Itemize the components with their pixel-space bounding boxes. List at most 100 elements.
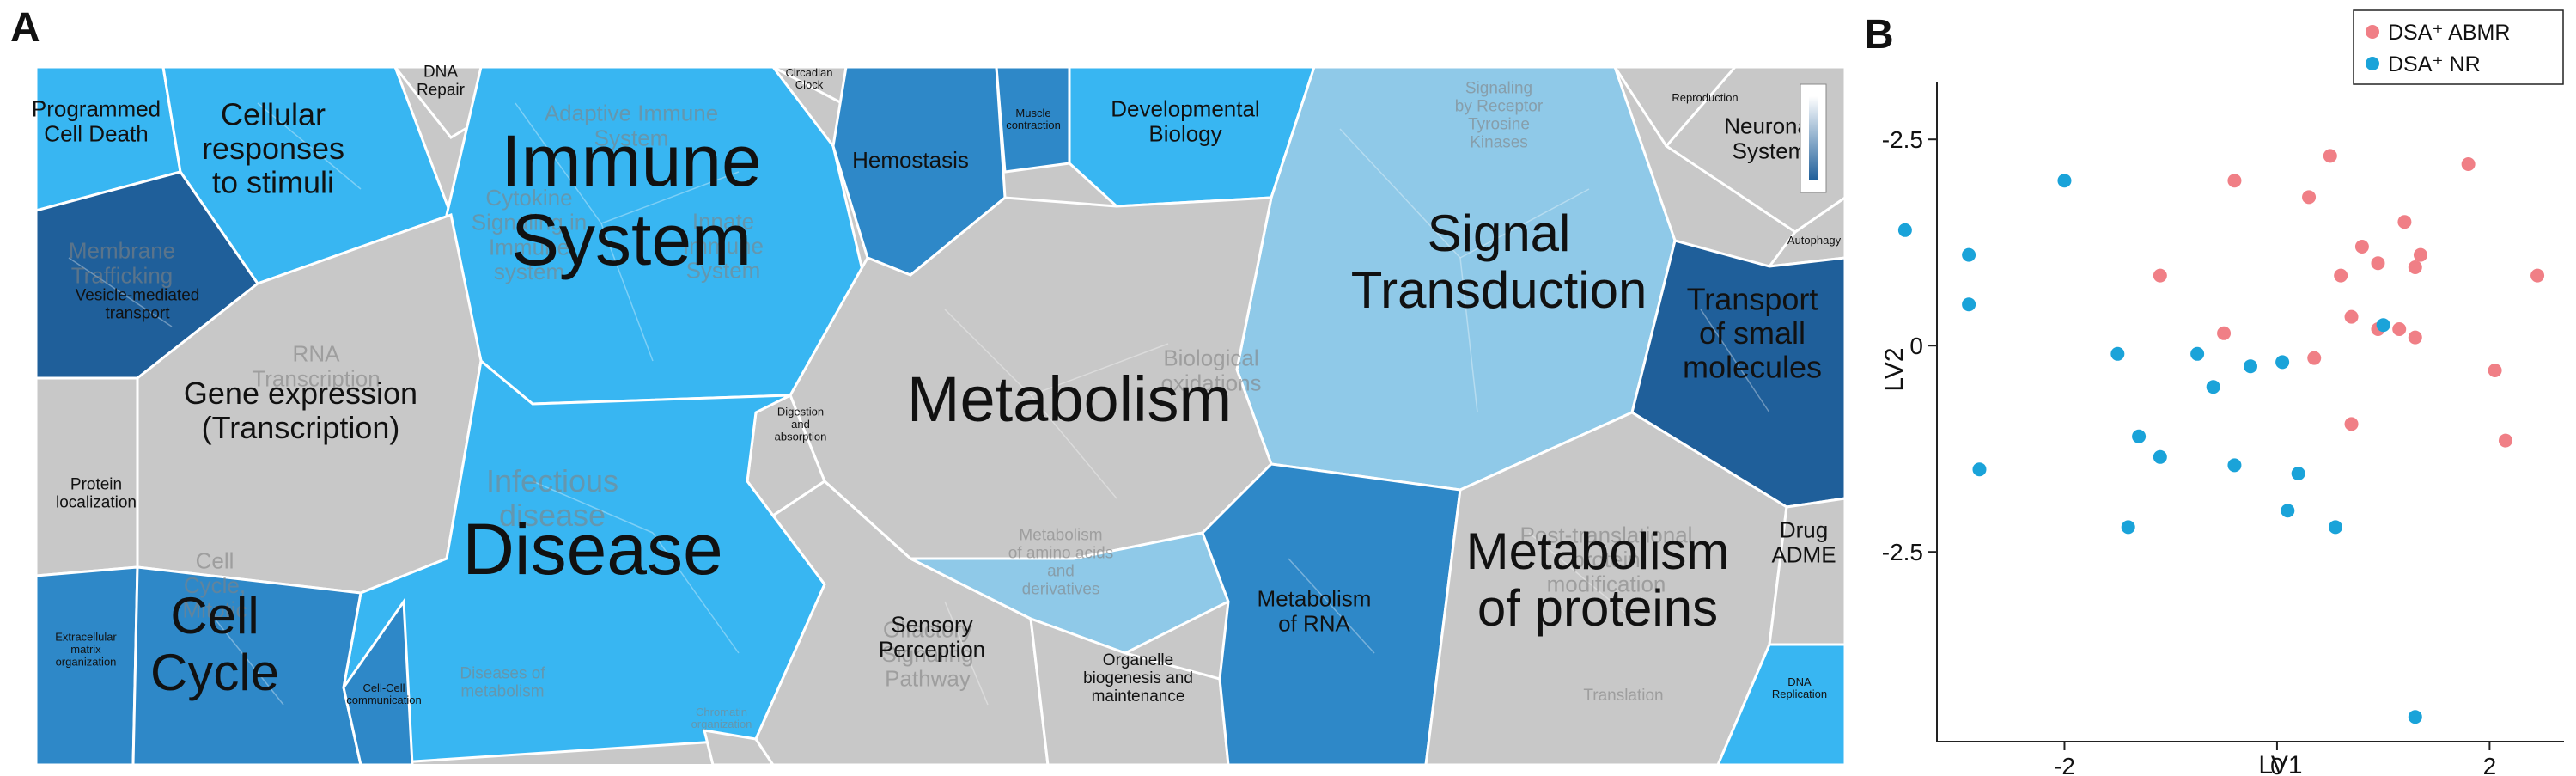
scatter-points (1897, 149, 2545, 724)
point-dsa-nr (2275, 355, 2290, 370)
point-dsa-abmr (2408, 330, 2422, 345)
y-tick-label: -2.5 (1882, 539, 1923, 565)
voronoi-label: Gene expression(Transcription) (184, 376, 417, 445)
voronoi-cells (34, 65, 1847, 767)
voronoi-label: Translation (1583, 687, 1663, 705)
cell-cell-cell-communication (342, 597, 414, 767)
cell-metabolism-of-rna (1201, 462, 1462, 767)
point-dsa-nr (2244, 359, 2257, 374)
panel-b-letter: B (1864, 12, 1894, 58)
point-dsa-abmr (2413, 247, 2427, 262)
point-dsa-abmr (2344, 417, 2359, 431)
point-dsa-abmr (2227, 174, 2242, 188)
voronoi-label: Hemostasis (852, 147, 969, 173)
subcell-edge (214, 618, 284, 706)
point-dsa-abmr (2344, 309, 2359, 324)
subcell-edge (600, 223, 654, 362)
point-dsa-abmr (2153, 268, 2167, 283)
subcell-edge (1700, 309, 1770, 413)
voronoi-label: Reproduction (1672, 91, 1738, 104)
point-dsa-abmr (2488, 364, 2502, 377)
point-dsa-nr (2132, 429, 2147, 443)
point-dsa-nr (1962, 247, 1976, 262)
point-dsa-nr (2408, 710, 2422, 724)
point-dsa-abmr (2323, 149, 2337, 163)
subcell-edge (1339, 128, 1461, 259)
legend-marker-abmr (2366, 25, 2379, 39)
point-dsa-abmr (2334, 268, 2348, 283)
voronoi-label: Metabolism (907, 364, 1232, 435)
point-dsa-abmr (2307, 351, 2322, 365)
point-dsa-abmr (2354, 240, 2369, 254)
legend-label-nr: DSA⁺ NR (2388, 52, 2481, 76)
voronoi-label: Autophagy (1787, 234, 1842, 247)
legend-frame (2353, 9, 2564, 85)
point-dsa-abmr (2498, 433, 2512, 448)
point-dsa-nr (1962, 297, 1976, 312)
subcell-edge (1030, 343, 1169, 396)
point-dsa-abmr (2392, 322, 2407, 336)
subcell-edge (257, 102, 362, 190)
point-dsa-abmr (2302, 190, 2317, 205)
point-dsa-nr (2291, 467, 2305, 480)
point-dsa-abmr (2461, 157, 2476, 171)
point-dsa-nr (2110, 346, 2125, 361)
legend: DSA⁺ ABMR DSA⁺ NR (2353, 9, 2564, 85)
legend-marker-nr (2366, 57, 2379, 70)
x-tick-label: 2 (2483, 753, 2497, 776)
voronoi-label: Disease (462, 509, 722, 590)
subcell-edge (600, 171, 740, 224)
legend-label-abmr: DSA⁺ ABMR (2388, 21, 2510, 45)
point-dsa-nr (2281, 504, 2295, 518)
point-dsa-abmr (2397, 215, 2412, 229)
point-dsa-nr (2057, 174, 2072, 188)
color-scale-bar (1809, 96, 1818, 180)
point-dsa-nr (2121, 520, 2135, 535)
point-dsa-nr (1897, 223, 1912, 237)
point-dsa-abmr (2408, 260, 2422, 274)
x-axis-label: LV1 (2258, 751, 2302, 776)
subcell-edge (944, 309, 1032, 396)
subcell-edge (1528, 532, 1633, 620)
y-tick-label: -2.5 (1882, 126, 1923, 153)
point-dsa-nr (2376, 318, 2390, 333)
panel-a-letter: A (10, 5, 40, 51)
subcell-edge (68, 257, 173, 327)
point-dsa-nr (2206, 380, 2220, 394)
point-dsa-nr (2153, 449, 2167, 464)
subcell-edge (652, 532, 740, 654)
subcell-edge (1459, 188, 1590, 259)
y-tick-label: 0 (1909, 333, 1923, 359)
